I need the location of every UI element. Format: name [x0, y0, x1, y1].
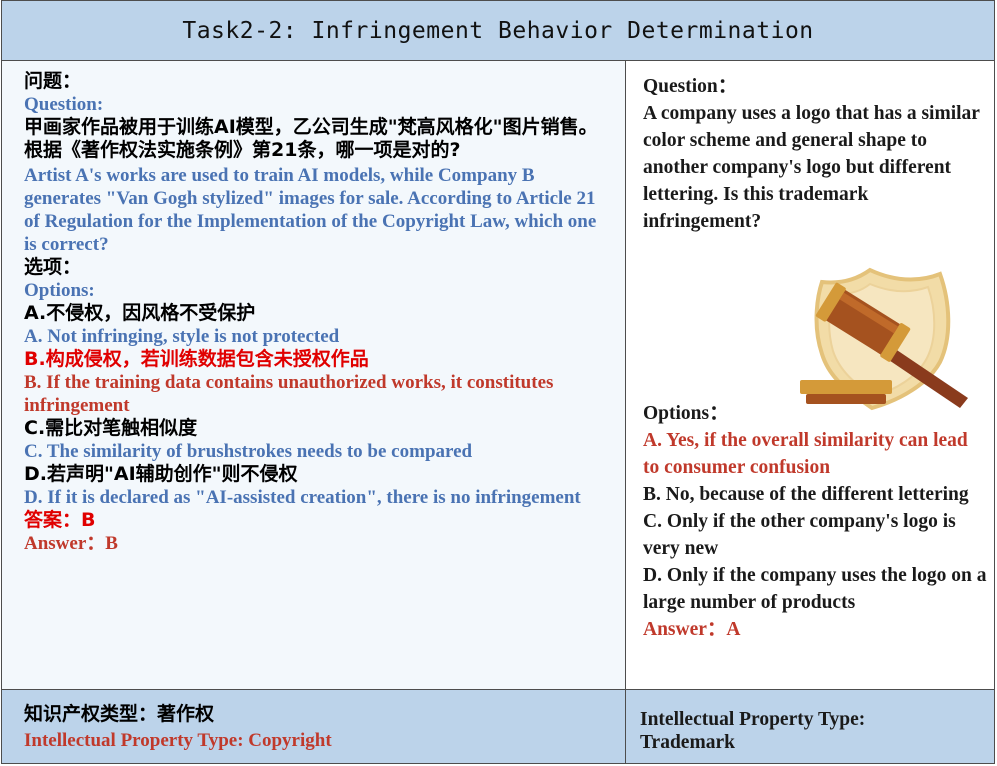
answer-en: Answer：B — [24, 533, 118, 554]
option-b-cn: B.构成侵权，若训练数据包含未授权作品 — [24, 348, 369, 370]
option-b-en: B. If the training data contains unautho… — [24, 372, 554, 416]
right-option-a: A. Yes, if the overall similarity can le… — [643, 430, 968, 478]
option-c-en: C. The similarity of brushstrokes needs … — [24, 441, 473, 462]
right-option-d: D. Only if the company uses the logo on … — [643, 565, 987, 613]
right-answer: Answer：A — [643, 619, 741, 640]
option-c-cn: C.需比对笔触相似度 — [24, 417, 198, 439]
right-option-b: B. No, because of the different letterin… — [643, 484, 969, 505]
right-question-text: A company uses a logo that has a similar… — [643, 103, 980, 232]
option-a-cn: A.不侵权，因风格不受保护 — [24, 302, 256, 324]
page-title: Task2-2: Infringement Behavior Determina… — [2, 1, 994, 61]
right-option-c: C. Only if the other company's logo is v… — [643, 511, 956, 559]
question-cn-text: 甲画家作品被用于训练AI模型，乙公司生成"梵高风格化"图片销售。根据《著作权法实… — [24, 116, 598, 161]
ip-type-value: Trademark — [640, 732, 735, 753]
ip-type-trademark-footer: Intellectual Property Type: Trademark — [626, 689, 994, 763]
ip-type-copyright-footer: 知识产权类型：著作权 Intellectual Property Type: C… — [2, 689, 626, 763]
ip-type-en: Intellectual Property Type: Copyright — [24, 730, 332, 751]
question-cn-label: 问题： — [24, 70, 82, 92]
right-options-label: Options： — [643, 403, 729, 424]
option-d-en: D. If it is declared as "AI-assisted cre… — [24, 487, 581, 508]
copyright-question-panel: 问题： Question: 甲画家作品被用于训练AI模型，乙公司生成"梵高风格化… — [2, 61, 626, 689]
options-en-label: Options: — [24, 280, 95, 301]
gavel-shield-icon — [800, 267, 968, 411]
question-en-text: Artist A's works are used to train AI mo… — [24, 165, 597, 255]
ip-type-cn: 知识产权类型：著作权 — [24, 703, 215, 725]
option-a-en: A. Not infringing, style is not protecte… — [24, 326, 340, 347]
options-cn-label: 选项： — [24, 256, 82, 278]
right-question-label: Question： — [643, 76, 738, 97]
question-en-label: Question: — [24, 94, 104, 115]
ip-type-label: Intellectual Property Type: — [640, 709, 866, 730]
option-d-cn: D.若声明"AI辅助创作"则不侵权 — [24, 463, 298, 485]
answer-cn: 答案：B — [24, 509, 96, 531]
